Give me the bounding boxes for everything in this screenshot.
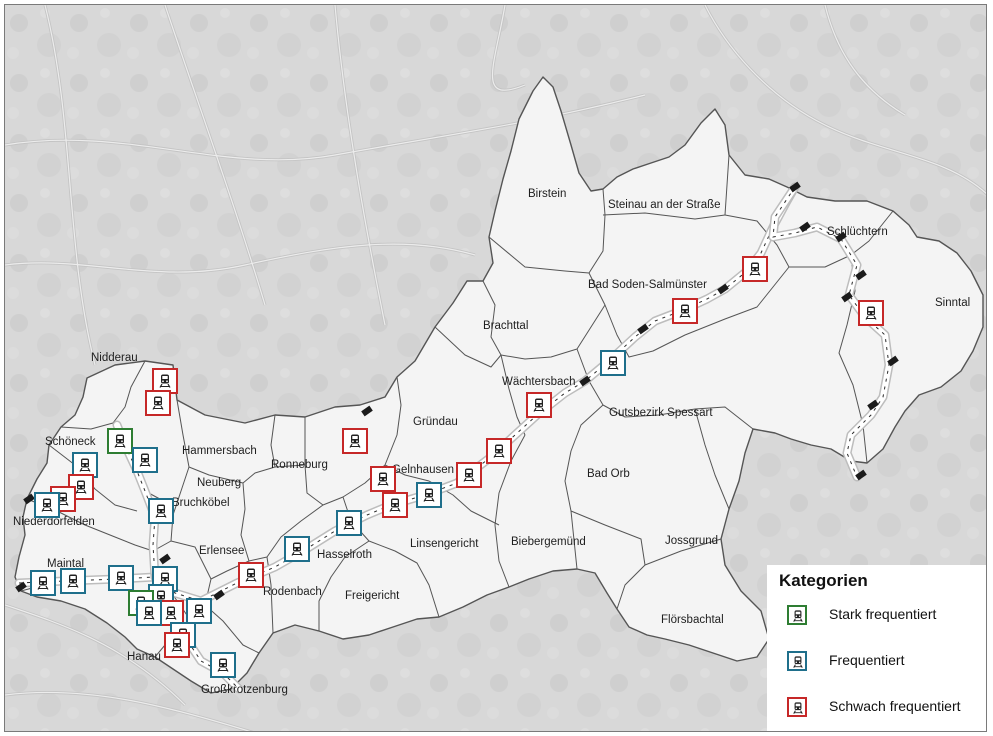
municipality-label: Hasselroth bbox=[317, 549, 372, 561]
municipality-label: Bruchköbel bbox=[172, 497, 230, 509]
municipality-label: Hammersbach bbox=[182, 445, 257, 457]
municipality-label: Bad Soden-Salmünster bbox=[588, 279, 707, 291]
municipality-label: Gutsbezirk Spessart bbox=[609, 407, 713, 419]
station-marker-schwach[interactable] bbox=[858, 300, 884, 326]
station-marker-schwach[interactable] bbox=[526, 392, 552, 418]
municipality-label: Ronneburg bbox=[271, 459, 328, 471]
municipality-label: Nidderau bbox=[91, 352, 138, 364]
station-marker-schwach[interactable] bbox=[152, 368, 178, 394]
legend-item-stark: Stark frequentiert bbox=[779, 601, 986, 635]
municipality-label: Brachttal bbox=[483, 320, 528, 332]
municipality-label: Sinntal bbox=[935, 297, 970, 309]
district-map[interactable]: Birstein Steinau an der Straße Schlüchte… bbox=[5, 5, 987, 732]
municipality-label: Bad Orb bbox=[587, 468, 630, 480]
station-marker-schwach[interactable] bbox=[164, 632, 190, 658]
municipality-label: Gelnhausen bbox=[392, 464, 454, 476]
station-marker-schwach[interactable] bbox=[158, 600, 184, 626]
station-marker-frequentiert[interactable] bbox=[416, 482, 442, 508]
municipality-label: Großkrotzenburg bbox=[201, 684, 288, 696]
train-icon bbox=[787, 651, 807, 671]
station-marker-schwach[interactable] bbox=[370, 466, 396, 492]
station-marker-stark[interactable] bbox=[107, 428, 133, 454]
train-icon bbox=[787, 697, 807, 717]
station-marker-frequentiert[interactable] bbox=[30, 570, 56, 596]
legend-label: Frequentiert bbox=[829, 652, 905, 668]
station-marker-frequentiert[interactable] bbox=[210, 652, 236, 678]
stations-layer bbox=[30, 256, 884, 678]
station-marker-frequentiert[interactable] bbox=[108, 565, 134, 591]
station-marker-frequentiert[interactable] bbox=[284, 536, 310, 562]
station-marker-schwach[interactable] bbox=[145, 390, 171, 416]
station-marker-schwach[interactable] bbox=[238, 562, 264, 588]
municipality-label: Biebergemünd bbox=[511, 536, 586, 548]
station-marker-frequentiert[interactable] bbox=[600, 350, 626, 376]
municipality-label: Neuberg bbox=[197, 477, 241, 489]
municipality-label: Niederdorfelden bbox=[13, 516, 95, 528]
train-icon bbox=[787, 605, 807, 625]
map-frame: Birstein Steinau an der Straße Schlüchte… bbox=[4, 4, 987, 732]
municipality-label: Linsengericht bbox=[410, 538, 479, 550]
municipality-label: Maintal bbox=[47, 558, 84, 570]
municipality-label: Rodenbach bbox=[263, 586, 322, 598]
municipality-label: Birstein bbox=[528, 188, 566, 200]
legend-title: Kategorien bbox=[779, 571, 868, 590]
municipality-label: Gründau bbox=[413, 416, 458, 428]
station-marker-schwach[interactable] bbox=[456, 462, 482, 488]
municipality-label: Wächtersbach bbox=[502, 376, 576, 388]
station-marker-frequentiert[interactable] bbox=[136, 600, 162, 626]
municipality-labels: Birstein Steinau an der Straße Schlüchte… bbox=[13, 188, 970, 696]
municipality-label: Hanau bbox=[127, 651, 161, 663]
legend: Kategorien Stark frequentiert Frequentie… bbox=[767, 565, 986, 731]
legend-label: Stark frequentiert bbox=[829, 606, 937, 622]
municipality-label: Erlensee bbox=[199, 545, 244, 557]
legend-item-schwach: Schwach frequentiert bbox=[779, 693, 986, 727]
municipality-label: Freigericht bbox=[345, 590, 400, 602]
legend-label: Schwach frequentiert bbox=[829, 698, 961, 714]
station-marker-frequentiert[interactable] bbox=[132, 447, 158, 473]
municipality-label: Flörsbachtal bbox=[661, 614, 724, 626]
station-marker-frequentiert[interactable] bbox=[34, 492, 60, 518]
municipality-label: Schlüchtern bbox=[827, 226, 888, 238]
station-marker-schwach[interactable] bbox=[486, 438, 512, 464]
station-marker-schwach[interactable] bbox=[382, 492, 408, 518]
station-marker-schwach[interactable] bbox=[672, 298, 698, 324]
municipality-borders bbox=[20, 154, 894, 658]
station-marker-frequentiert[interactable] bbox=[60, 568, 86, 594]
station-marker-schwach[interactable] bbox=[342, 428, 368, 454]
municipality-label: Steinau an der Straße bbox=[608, 199, 721, 211]
station-marker-frequentiert[interactable] bbox=[148, 498, 174, 524]
station-marker-schwach[interactable] bbox=[742, 256, 768, 282]
municipality-label: Jossgrund bbox=[665, 535, 718, 547]
station-marker-frequentiert[interactable] bbox=[72, 452, 98, 478]
legend-item-frequentiert: Frequentiert bbox=[779, 647, 986, 681]
station-marker-frequentiert[interactable] bbox=[186, 598, 212, 624]
station-marker-frequentiert[interactable] bbox=[336, 510, 362, 536]
municipality-label: Schöneck bbox=[45, 436, 96, 448]
